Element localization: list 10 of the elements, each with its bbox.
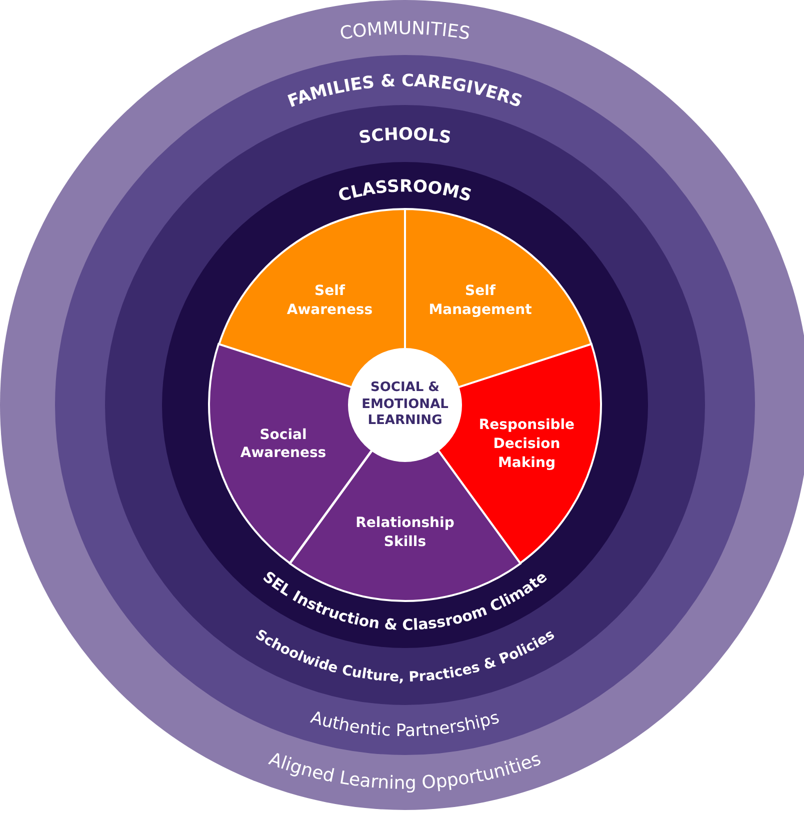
ring-label: Authentic Partnerships [308,708,502,742]
ring-heading: SCHOOLS [358,124,452,148]
ring-heading: CLASSROOMS [336,176,474,206]
segment-label: Social Awareness [239,426,328,464]
segment-label: Responsible Decision Making [478,416,576,473]
segment-label: Self Awareness [286,282,374,320]
center-label: SOCIAL & EMOTIONAL LEARNING [360,380,450,430]
segment-label: Self Management [428,282,533,320]
ring-heading: COMMUNITIES [338,18,472,44]
segment-label: Relationship Skills [354,514,456,552]
